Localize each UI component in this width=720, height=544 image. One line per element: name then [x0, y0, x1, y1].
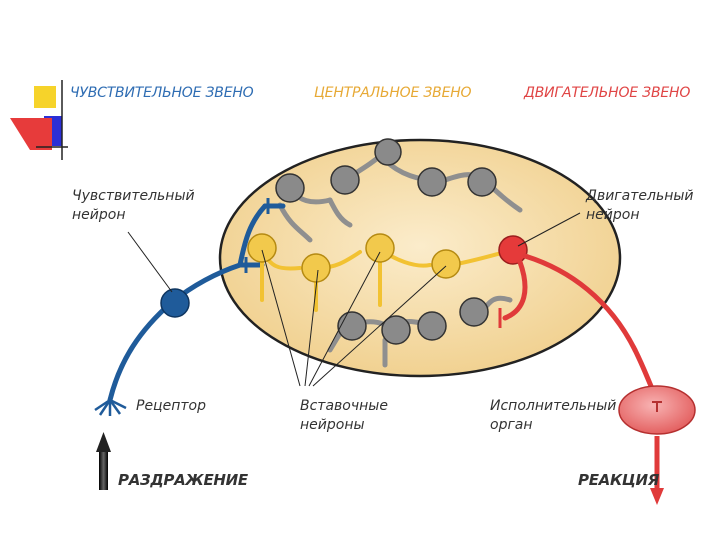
motor-neuron-body [498, 235, 528, 265]
sensory-neuron-body [160, 288, 190, 318]
sensory-neuron-label-line2: нейрон [72, 207, 125, 223]
interneurons-label-line2: нейроны [300, 417, 365, 433]
header-central-link: ЦЕНТРАЛЬНОЕ ЗВЕНО [314, 85, 472, 101]
effector-label-line1: Исполнительный [490, 398, 616, 414]
gray-neurons [275, 138, 497, 345]
corner-decoration [10, 80, 68, 160]
sensory-synapse-marks [244, 198, 270, 273]
header-sensory-link: ЧУВСТВИТЕЛЬНОЕ ЗВЕНО [70, 85, 254, 101]
reaction-arrow-icon [650, 436, 664, 505]
motor-neuron-label-line1: Двигательный [585, 188, 694, 204]
pointer-lines [127, 212, 581, 387]
stimulus-arrow-icon [96, 432, 111, 490]
header-motor-link: ДВИГАТЕЛЬНОЕ ЗВЕНО [523, 85, 690, 101]
interneurons [247, 233, 461, 283]
spinal-cord-oval [218, 138, 622, 378]
sensory-neuron-label-line1: Чувствительный [72, 188, 195, 204]
receptor-label: Рецептор [136, 398, 206, 414]
interneurons-label-line1: Вставочные [300, 398, 388, 414]
effector-label-line2: орган [490, 417, 533, 433]
reaction-label: РЕАКЦИЯ [578, 471, 660, 489]
stimulus-label: РАЗДРАЖЕНИЕ [118, 471, 249, 489]
effector-ending [652, 401, 662, 412]
receptor-ending [94, 398, 127, 416]
motor-neuron-label-line2: нейрон [586, 207, 639, 223]
